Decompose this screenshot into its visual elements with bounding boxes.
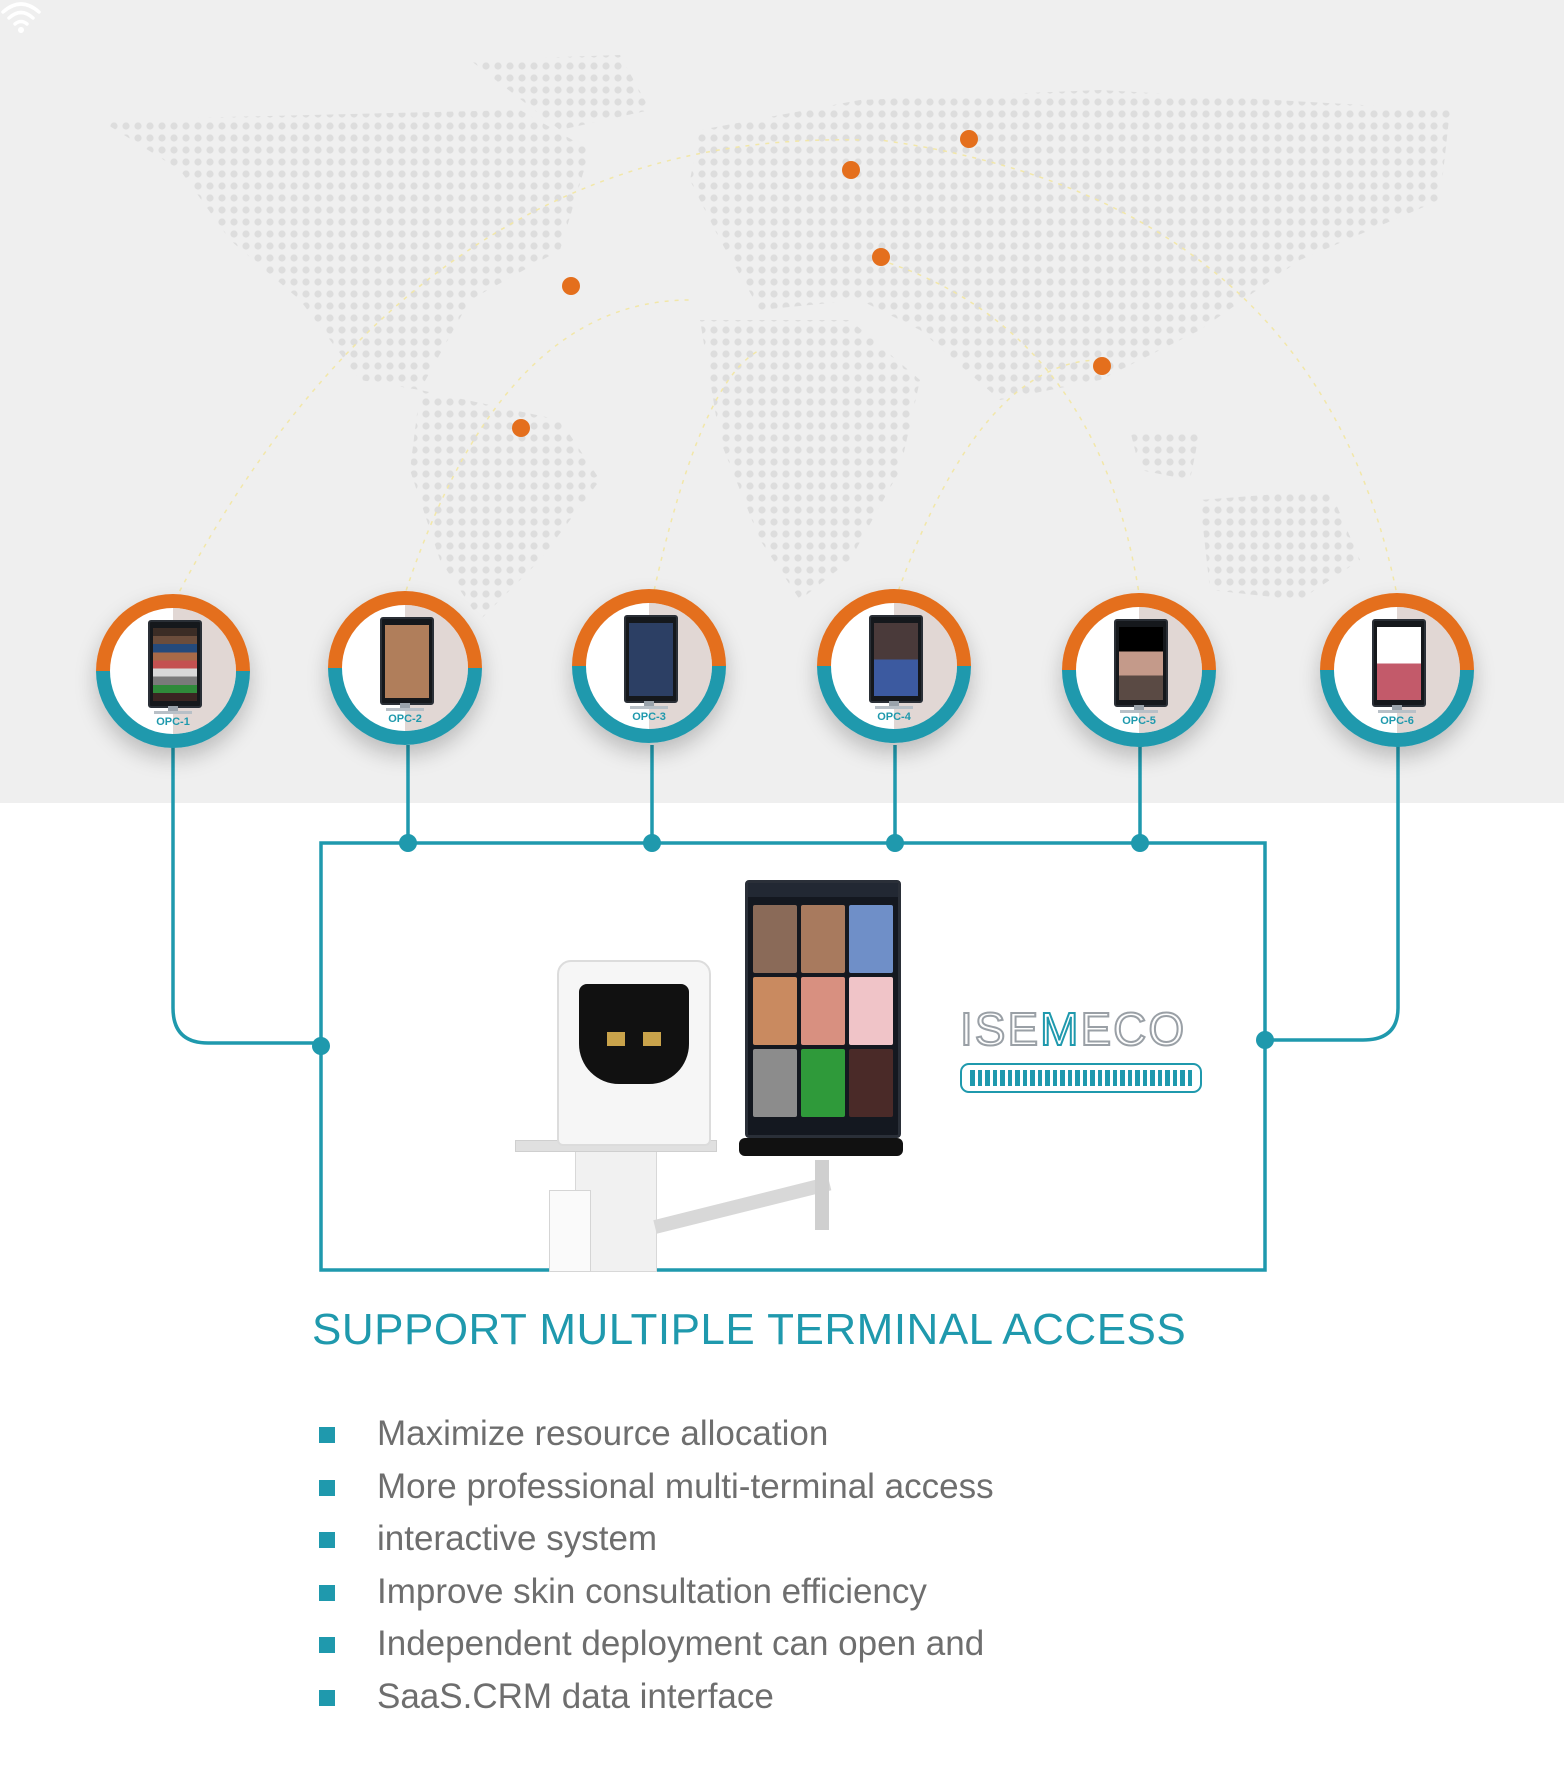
terminal-opc-6: OPC-6 (1320, 593, 1474, 747)
progress-segment (1172, 1070, 1177, 1086)
progress-segment (1180, 1070, 1185, 1086)
progress-segment (1075, 1070, 1080, 1086)
progress-segment (1022, 1070, 1027, 1086)
progress-segment (1082, 1070, 1087, 1086)
progress-segment (1015, 1070, 1020, 1086)
junction-node (399, 834, 417, 852)
face-thumbnail (753, 905, 797, 973)
location-marker-icon (562, 277, 580, 295)
progress-segment (1030, 1070, 1035, 1086)
wifi-icon (1, 2, 41, 33)
feature-item: More professional multi-terminal access (316, 1461, 994, 1514)
location-marker-icon (872, 248, 890, 266)
feature-item: SaaS.CRM data interface (316, 1671, 994, 1724)
face-thumbnail (849, 1049, 893, 1117)
feature-item: interactive system (316, 1513, 994, 1566)
progress-segment (1105, 1070, 1110, 1086)
monitor-icon (1114, 619, 1168, 707)
bullet-square-icon (319, 1532, 335, 1549)
bullet-square-icon (319, 1427, 335, 1443)
face-thumbnail (753, 1049, 797, 1117)
progress-segment (985, 1070, 990, 1086)
progress-segment (1060, 1070, 1065, 1086)
dotted-world-map (100, 55, 1450, 620)
location-marker-icon (1093, 357, 1111, 375)
progress-segment (1045, 1070, 1050, 1086)
progress-segment (1165, 1070, 1170, 1086)
terminal-label: OPC-4 (877, 711, 911, 723)
progress-segment (1135, 1070, 1140, 1086)
feature-list: Maximize resource allocation More profes… (316, 1408, 994, 1724)
face-thumbnail (801, 977, 845, 1045)
monitor-icon (148, 620, 202, 708)
loading-bar (960, 1063, 1202, 1093)
junction-node (1131, 834, 1149, 852)
junction-node (1256, 1031, 1274, 1049)
progress-segment (1150, 1070, 1155, 1086)
monitor-icon (869, 615, 923, 703)
face-thumbnail (801, 905, 845, 973)
terminal-opc-4: OPC-4 (817, 589, 971, 743)
progress-segment (1097, 1070, 1102, 1086)
progress-segment (1187, 1070, 1192, 1086)
brand-logo: ISEMECO (959, 1002, 1187, 1056)
terminal-opc-1: OPC-1 (96, 594, 250, 748)
host-frame (319, 841, 1267, 1272)
face-thumbnail (849, 977, 893, 1045)
location-marker-icon (842, 161, 860, 179)
face-thumbnail (753, 977, 797, 1045)
progress-segment (1090, 1070, 1095, 1086)
terminal-label: OPC-2 (388, 713, 422, 725)
terminal-opc-2: OPC-2 (328, 591, 482, 745)
location-marker-icon (960, 130, 978, 148)
junction-node (312, 1037, 330, 1055)
progress-segment (1142, 1070, 1147, 1086)
terminal-label: OPC-5 (1122, 715, 1156, 727)
progress-segment (1127, 1070, 1132, 1086)
progress-segment (1007, 1070, 1012, 1086)
junction-node (886, 834, 904, 852)
face-thumbnail (849, 905, 893, 973)
face-thumbnail (801, 1049, 845, 1117)
bullet-square-icon (319, 1637, 335, 1654)
progress-segment (970, 1070, 975, 1086)
bullet-square-icon (319, 1584, 335, 1601)
progress-segment (1112, 1070, 1117, 1086)
feature-item: Independent deployment can open and (316, 1618, 994, 1671)
progress-segment (1067, 1070, 1072, 1086)
junction-node (643, 834, 661, 852)
monitor-icon (624, 615, 678, 703)
progress-segment (1000, 1070, 1005, 1086)
bullet-square-icon (319, 1479, 335, 1496)
terminal-label: OPC-3 (632, 711, 666, 723)
location-marker-icon (512, 419, 530, 437)
monitor-icon (380, 617, 434, 705)
progress-segment (1157, 1070, 1162, 1086)
terminal-label: OPC-1 (156, 716, 190, 728)
monitor-icon (1372, 619, 1426, 707)
connection-arcs (174, 139, 1399, 601)
bullet-square-icon (319, 1689, 335, 1706)
analysis-display (745, 880, 901, 1138)
terminal-opc-3: OPC-3 (572, 589, 726, 743)
terminal-label: OPC-6 (1380, 715, 1414, 727)
page-heading: SUPPORT MULTIPLE TERMINAL ACCESS (312, 1305, 1187, 1354)
progress-segment (977, 1070, 982, 1086)
world-map-background (0, 0, 1564, 803)
feature-item: Maximize resource allocation (316, 1408, 994, 1461)
face-scanner-unit (557, 960, 711, 1146)
feature-item: Improve skin consultation efficiency (316, 1566, 994, 1619)
progress-segment (1120, 1070, 1125, 1086)
skin-analyzer-device (515, 860, 935, 1272)
progress-segment (1052, 1070, 1057, 1086)
progress-segment (1037, 1070, 1042, 1086)
terminal-opc-5: OPC-5 (1062, 593, 1216, 747)
progress-segment (992, 1070, 997, 1086)
